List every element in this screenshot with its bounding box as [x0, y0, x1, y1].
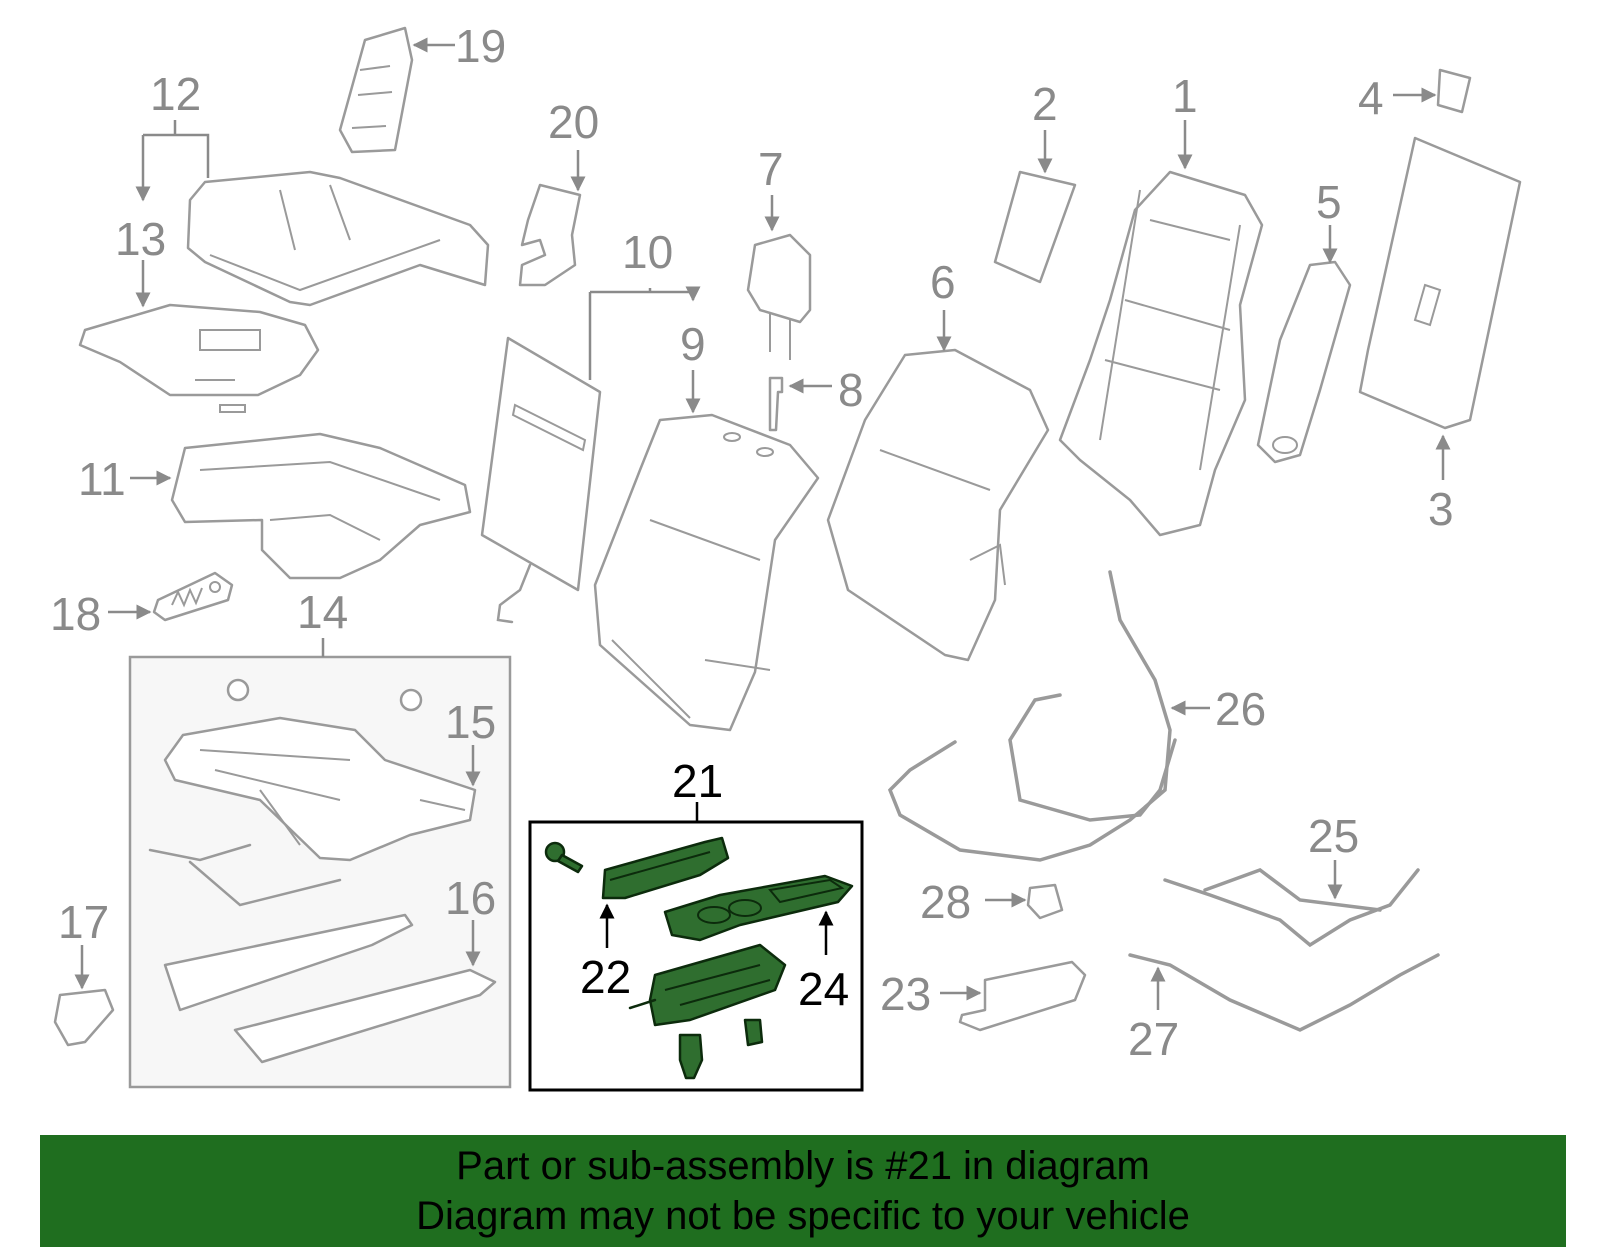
callout-20: 20 — [548, 96, 599, 148]
callout-3: 3 — [1428, 483, 1454, 535]
callout-10: 10 — [622, 226, 673, 278]
banner-line-2: Diagram may not be specific to your vehi… — [416, 1194, 1190, 1238]
part-25-cable — [1163, 860, 1420, 948]
part-9-back-cover — [593, 370, 820, 732]
info-banner: Part or sub-assembly is #21 in diagram D… — [40, 1135, 1566, 1247]
callout-28: 28 — [920, 876, 971, 928]
part-4-clip — [1393, 68, 1472, 114]
callout-4: 4 — [1358, 72, 1384, 124]
part-12-cushion-cover — [143, 120, 490, 307]
part-28-clip — [985, 883, 1064, 920]
callout-16: 16 — [445, 872, 496, 924]
callout-8: 8 — [838, 364, 864, 416]
part-5-armrest — [1256, 225, 1352, 464]
callout-9: 9 — [680, 318, 706, 370]
part-21-highlighted-box — [528, 802, 864, 1092]
callout-14: 14 — [297, 586, 348, 638]
part-17-cover — [53, 945, 115, 1047]
callout-27: 27 — [1128, 1013, 1179, 1065]
callout-19: 19 — [455, 20, 506, 72]
callout-1: 1 — [1172, 70, 1198, 122]
part-18-cover — [108, 571, 234, 622]
part-7-headrest — [746, 195, 812, 360]
callout-22: 22 — [580, 951, 631, 1003]
part-10-back-board — [480, 288, 693, 624]
callout-23: 23 — [880, 968, 931, 1020]
callout-13: 13 — [115, 213, 166, 265]
callout-6: 6 — [930, 256, 956, 308]
part-11-cushion — [130, 432, 472, 580]
callout-12: 12 — [150, 68, 201, 120]
part-1-back-frame — [1058, 120, 1264, 537]
callout-2: 2 — [1032, 78, 1058, 130]
part-27-cable — [1128, 953, 1440, 1032]
part-26-cable — [887, 570, 1210, 862]
part-13-cushion-pad — [78, 260, 320, 413]
banner-line-1: Part or sub-assembly is #21 in diagram — [456, 1144, 1150, 1188]
callout-26: 26 — [1215, 683, 1266, 735]
callout-7: 7 — [758, 143, 784, 195]
callout-24: 24 — [798, 963, 849, 1015]
callout-17: 17 — [58, 896, 109, 948]
part-20-bracket — [518, 150, 586, 287]
part-8-guide — [768, 376, 832, 432]
callout-18: 18 — [50, 588, 101, 640]
callout-15: 15 — [445, 696, 496, 748]
callout-5: 5 — [1316, 176, 1342, 228]
callout-11: 11 — [78, 453, 126, 505]
callout-21: 21 — [672, 755, 723, 807]
part-14-adjuster-box — [128, 638, 512, 1089]
part-6-back-pad — [826, 310, 1050, 662]
callout-25: 25 — [1308, 810, 1359, 862]
part-2-panel — [993, 130, 1077, 284]
part-23-cover — [940, 960, 1087, 1032]
part-3-back-board — [1358, 136, 1522, 480]
part-19-bracket — [338, 26, 455, 154]
